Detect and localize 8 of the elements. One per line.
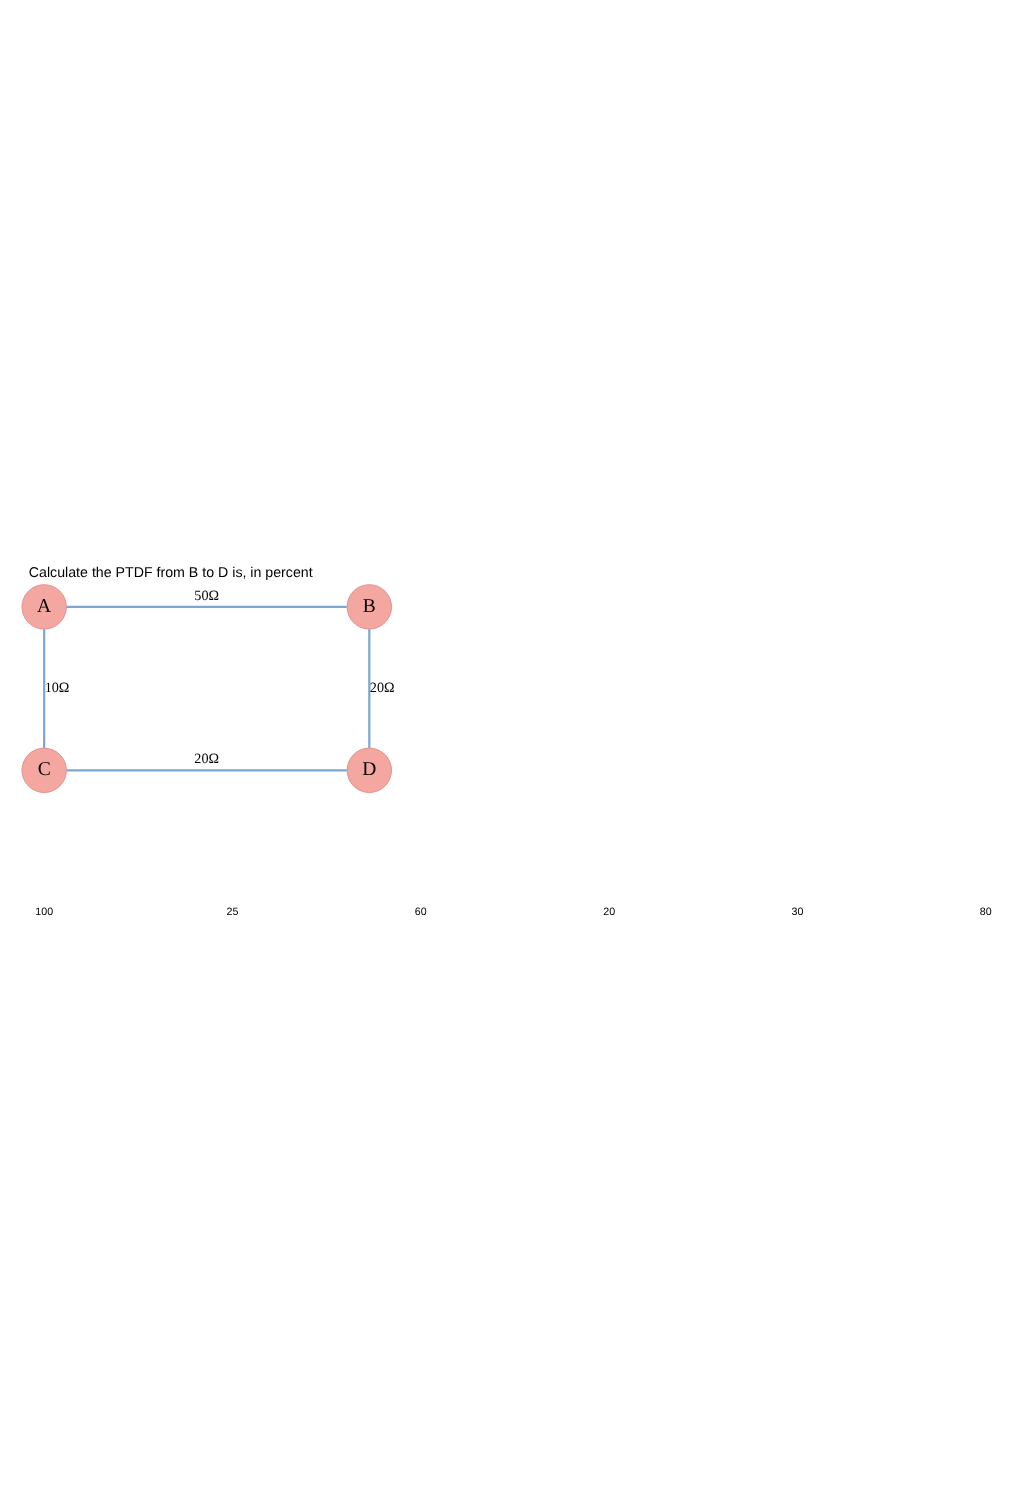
node-circle: C — [21, 746, 67, 792]
connector — [66, 604, 347, 607]
node-circle: B — [346, 583, 392, 629]
node-circle: A — [21, 583, 67, 629]
connector — [66, 768, 347, 771]
connector — [43, 628, 46, 747]
node-circle: D — [346, 746, 392, 792]
connector — [368, 628, 371, 747]
